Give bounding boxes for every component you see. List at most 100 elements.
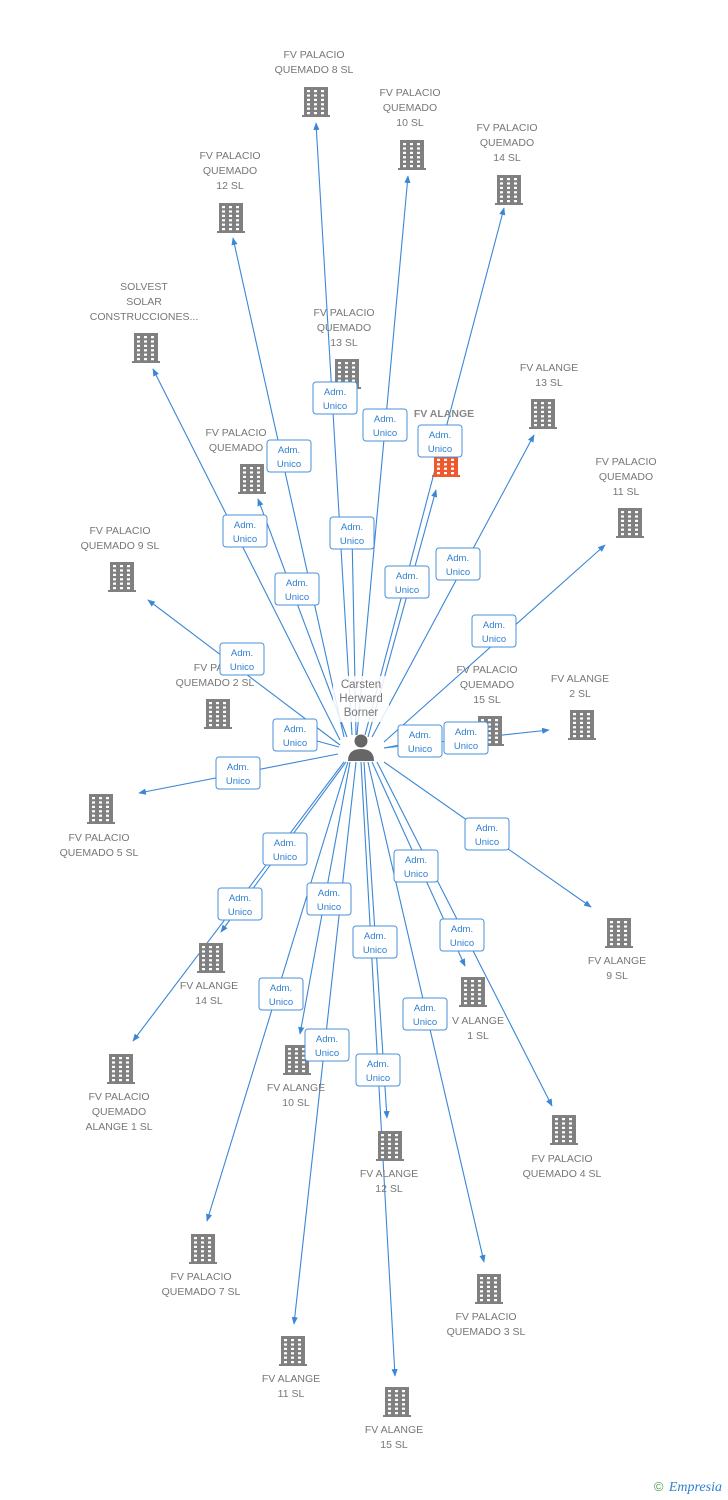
- role-badge[interactable]: Adm.Unico: [439, 918, 485, 952]
- company-label-line: 12 SL: [216, 180, 244, 192]
- role-badge[interactable]: Adm.Unico: [272, 718, 318, 752]
- company-label-line: QUEMADO 2 SL: [176, 677, 255, 689]
- badge-text: Adm.: [274, 838, 296, 849]
- company-label-line: 10 SL: [396, 117, 424, 129]
- badge-text: Unico: [233, 534, 257, 545]
- footer-brand: © Empresia: [654, 1479, 722, 1496]
- company-label-line: SOLVEST: [120, 281, 168, 293]
- role-badge[interactable]: Adm.Unico: [464, 817, 510, 851]
- role-badge[interactable]: Adm.Unico: [266, 439, 312, 473]
- role-badge[interactable]: Adm.Unico: [402, 997, 448, 1031]
- role-badge[interactable]: Adm.Unico: [362, 408, 408, 442]
- company-label-line: FV PALACIO: [89, 525, 150, 537]
- company-label-line: QUEMADO: [480, 137, 534, 149]
- company-label-line: 15 SL: [473, 694, 501, 706]
- company-label-line: 11 SL: [278, 1388, 305, 1400]
- role-badge[interactable]: Adm.Unico: [393, 849, 439, 883]
- role-badge[interactable]: Adm. Unico: [215, 756, 261, 790]
- badge-text: Adm.: [451, 924, 473, 935]
- role-badge[interactable]: Adm.Unico: [222, 514, 268, 548]
- company-label-line: QUEMADO 8 SL: [275, 64, 354, 76]
- badge-text: Adm.: [455, 727, 477, 738]
- badge-text: Unico: [226, 776, 250, 787]
- role-badge[interactable]: Adm.Unico: [397, 724, 443, 758]
- company-label-line: 14 SL: [195, 995, 223, 1007]
- company-label-line: QUEMADO 7 SL: [162, 1286, 241, 1298]
- company-label-line: FV PALACIO: [456, 664, 517, 676]
- badge-text: Adm.: [324, 387, 346, 398]
- role-badge[interactable]: Adm.Unico: [217, 887, 263, 921]
- badge-text: Unico: [404, 869, 428, 880]
- company-label-palacio-12[interactable]: FV PALACIO QUEMADO 12 SL: [199, 150, 260, 192]
- badge-text: Adm.: [483, 620, 505, 631]
- role-badge[interactable]: Adm.Unico: [329, 516, 375, 550]
- person-label-line: Herward: [339, 693, 382, 705]
- badge-text: Adm.: [364, 931, 386, 942]
- badge-text: Unico: [285, 592, 309, 603]
- role-badge[interactable]: Adm.Unico: [274, 572, 320, 606]
- person-label-line: Carsten: [341, 679, 381, 691]
- company-label-fv-alange[interactable]: FV ALANGE: [414, 408, 474, 420]
- role-badge[interactable]: Adm. Unico: [352, 925, 398, 959]
- company-label-line: QUEMADO: [203, 165, 257, 177]
- company-label-line: CONSTRUCCIONES...: [90, 311, 199, 323]
- building-icon: [204, 699, 232, 729]
- building-icon: [87, 794, 115, 824]
- role-badge[interactable]: Adm. Unico: [443, 721, 489, 755]
- company-label-line: FV PALACIO: [595, 456, 656, 468]
- badge-text: Unico: [454, 741, 478, 752]
- role-badge[interactable]: Adm.Unico: [304, 1028, 350, 1062]
- badge-text: Adm.: [318, 888, 340, 899]
- relationship-edge-solvest: [152, 368, 341, 741]
- role-badge[interactable]: Adm.Unico: [306, 882, 352, 916]
- role-badge[interactable]: Adm.Unico: [312, 381, 358, 415]
- role-badge[interactable]: Adm.Unico: [417, 424, 463, 458]
- company-label-line: FV ALANGE: [262, 1373, 320, 1385]
- role-badge[interactable]: Adm.Unico: [355, 1053, 401, 1087]
- company-label-line: FV PALACIO: [199, 150, 260, 162]
- role-badge[interactable]: Adm.Unico: [258, 977, 304, 1011]
- company-label-alange-11[interactable]: FV ALANGE 11 SL: [262, 1373, 320, 1400]
- badge-text: Unico: [363, 945, 387, 956]
- building-icon: [398, 140, 426, 170]
- company-label-line: FV ALANGE: [360, 1168, 418, 1180]
- role-badge[interactable]: Adm.Unico: [219, 642, 265, 676]
- badge-text: Unico: [428, 444, 452, 455]
- role-badge[interactable]: Adm.Unico: [262, 832, 308, 866]
- badge-text: Adm.: [227, 762, 249, 773]
- building-icon: [459, 977, 487, 1007]
- role-badge[interactable]: Adm.Unico: [435, 547, 481, 581]
- badge-text: Unico: [413, 1017, 437, 1028]
- company-label-line: FV ALANGE: [520, 362, 578, 374]
- role-badge[interactable]: Adm.Unico: [384, 565, 430, 599]
- role-badge[interactable]: Adm.Unico: [471, 614, 517, 648]
- building-icon: [107, 1054, 135, 1084]
- badge-text: Unico: [269, 997, 293, 1008]
- company-label-line: QUEMADO 3 SL: [447, 1326, 526, 1338]
